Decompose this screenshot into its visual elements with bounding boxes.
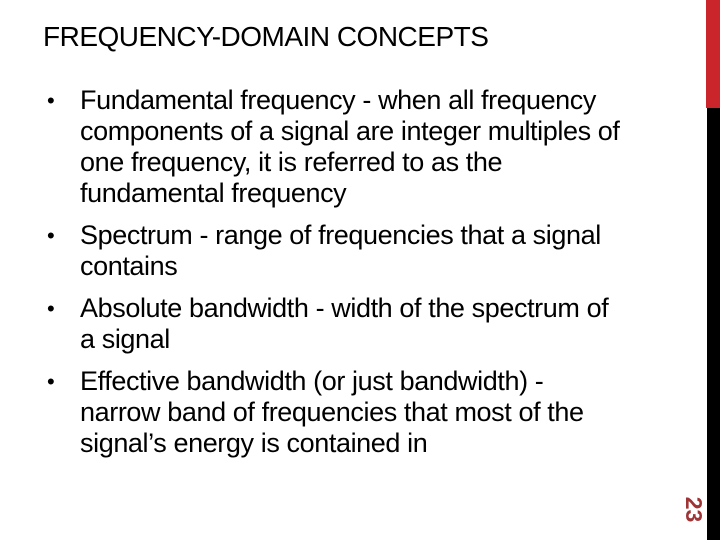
bullet-marker-icon: • <box>47 296 55 321</box>
bullet-marker-icon: • <box>47 88 55 113</box>
bullet-text-absolute-bandwidth: Absolute bandwidth - width of the spectr… <box>80 293 609 354</box>
bullet-text-effective-bandwidth: Effective bandwidth (or just bandwidth) … <box>80 366 584 458</box>
accent-bar-red <box>706 0 720 108</box>
bullet-text-spectrum: Spectrum - range of frequencies that a s… <box>80 220 601 281</box>
bullet-item: • Spectrum - range of frequencies that a… <box>47 220 665 282</box>
bullet-item: • Fundamental frequency - when all frequ… <box>47 85 665 209</box>
bullet-text-fundamental-frequency: Fundamental frequency - when all frequen… <box>80 85 620 208</box>
bullet-item: • Effective bandwidth (or just bandwidth… <box>47 366 665 459</box>
slide-page-number: 23 <box>681 496 707 523</box>
bullet-list: • Fundamental frequency - when all frequ… <box>47 85 665 470</box>
bullet-item: • Absolute bandwidth - width of the spec… <box>47 293 665 355</box>
edge-bar-black <box>707 108 720 540</box>
bullet-marker-icon: • <box>47 369 55 394</box>
bullet-marker-icon: • <box>47 223 55 248</box>
slide-title: FREQUENCY-DOMAIN CONCEPTS <box>43 21 489 52</box>
